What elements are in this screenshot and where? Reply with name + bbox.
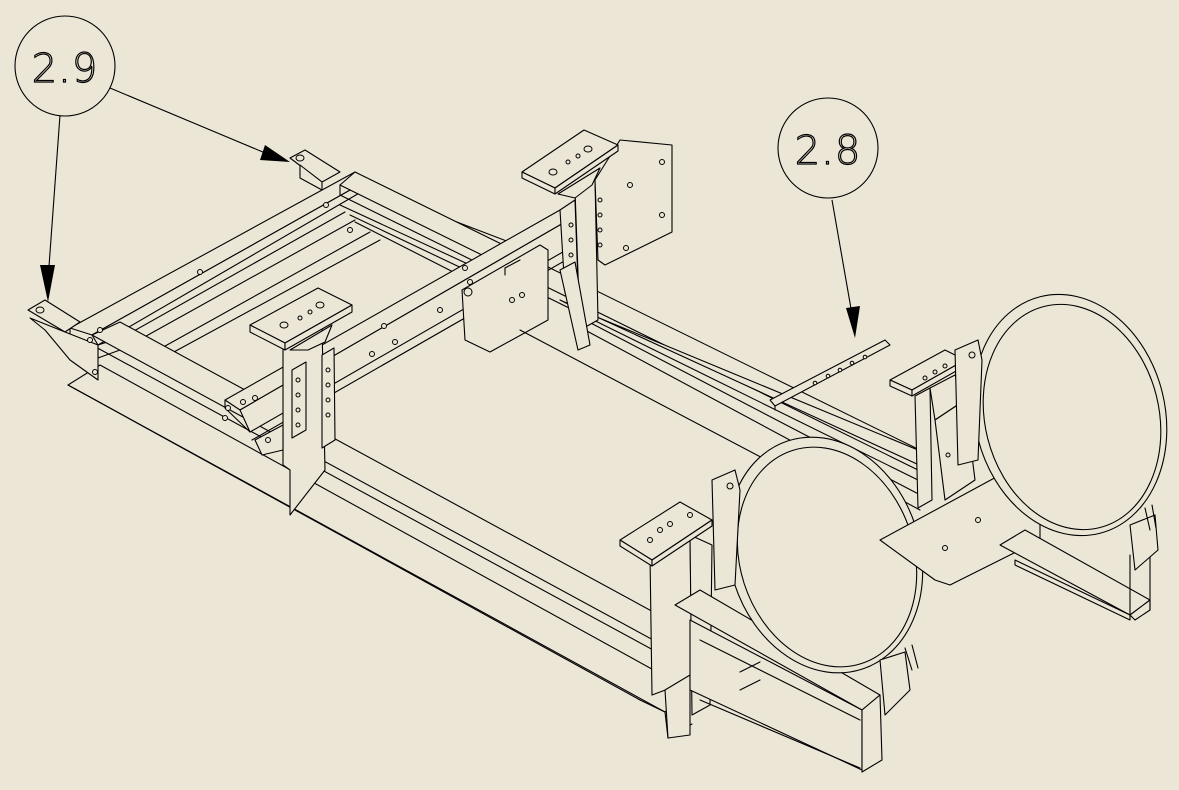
- mid-bracket-plate: [461, 244, 549, 353]
- balloon-label: 2.9: [32, 46, 99, 92]
- strap-bar: [769, 339, 891, 411]
- front-vertical-post: [254, 324, 336, 516]
- left-frame-holes: [87, 202, 353, 421]
- front-right-channel: [674, 589, 883, 773]
- front-mounting-pad: [249, 287, 353, 351]
- arrow-head: [846, 306, 860, 338]
- arrow-head: [260, 145, 290, 162]
- back-vertical-post: [559, 139, 673, 351]
- leader-lines: [40, 87, 860, 338]
- front-bottom-rail: [67, 364, 693, 739]
- lower-end-tab: [27, 299, 99, 381]
- arrow-head: [40, 265, 55, 302]
- balloon-label: 2.8: [795, 128, 862, 174]
- balloon-2-9: 2.9: [14, 15, 116, 117]
- front-right-ring-clamp: [711, 436, 924, 716]
- balloon-2-8: 2.8: [777, 97, 879, 199]
- front-side-rail: [91, 321, 706, 671]
- back-right-channel: [999, 529, 1151, 621]
- back-mounting-pad: [521, 129, 619, 199]
- upper-end-tab: [289, 149, 341, 191]
- back-right-ring-clamp: [954, 293, 1168, 571]
